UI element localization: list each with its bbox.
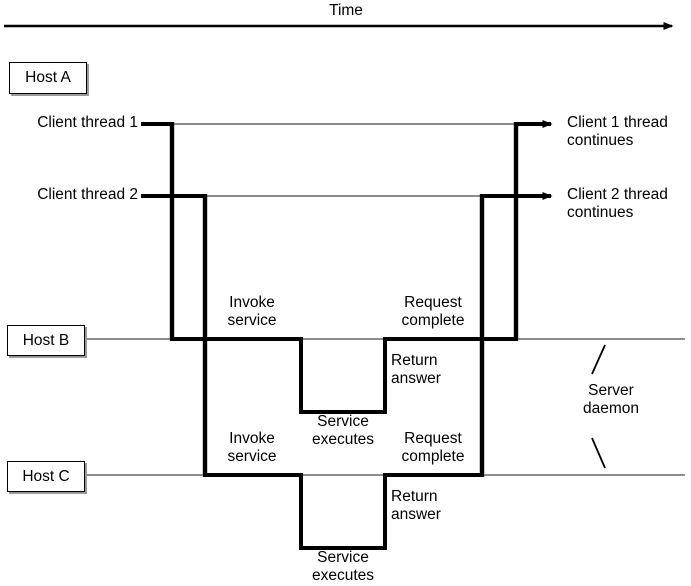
return-answer-b-label: Return answer <box>391 352 441 387</box>
client-thread-1-continues-label: Client 1 thread continues <box>567 114 668 149</box>
client-thread-2-lifeline <box>141 192 553 477</box>
request-complete-c-label: Request complete <box>401 430 465 465</box>
service-executes-c-label: Service executes <box>311 549 375 584</box>
client-thread-1-label: Client thread 1 <box>37 114 138 131</box>
host-c-box: Host C <box>7 461 85 492</box>
server-daemon-leader-lines <box>591 344 606 469</box>
return-answer-c-label: Return answer <box>391 488 441 523</box>
client-thread-2-label: Client thread 2 <box>37 186 138 203</box>
client-thread-1-lifeline <box>141 120 553 341</box>
time-axis-label: Time <box>329 2 363 19</box>
invoke-service-b-label: Invoke service <box>227 294 277 329</box>
host-b-lifeline <box>82 337 685 414</box>
host-a-box: Host A <box>9 62 87 94</box>
request-complete-b-label: Request complete <box>401 294 465 329</box>
service-executes-b-label: Service executes <box>311 413 375 448</box>
client-thread-2-continues-label: Client 2 thread continues <box>567 186 668 221</box>
host-b-box: Host B <box>7 325 85 356</box>
server-daemon-label: Server daemon <box>582 382 639 417</box>
invoke-service-c-label: Invoke service <box>227 430 277 465</box>
host-c-lifeline <box>82 473 685 550</box>
